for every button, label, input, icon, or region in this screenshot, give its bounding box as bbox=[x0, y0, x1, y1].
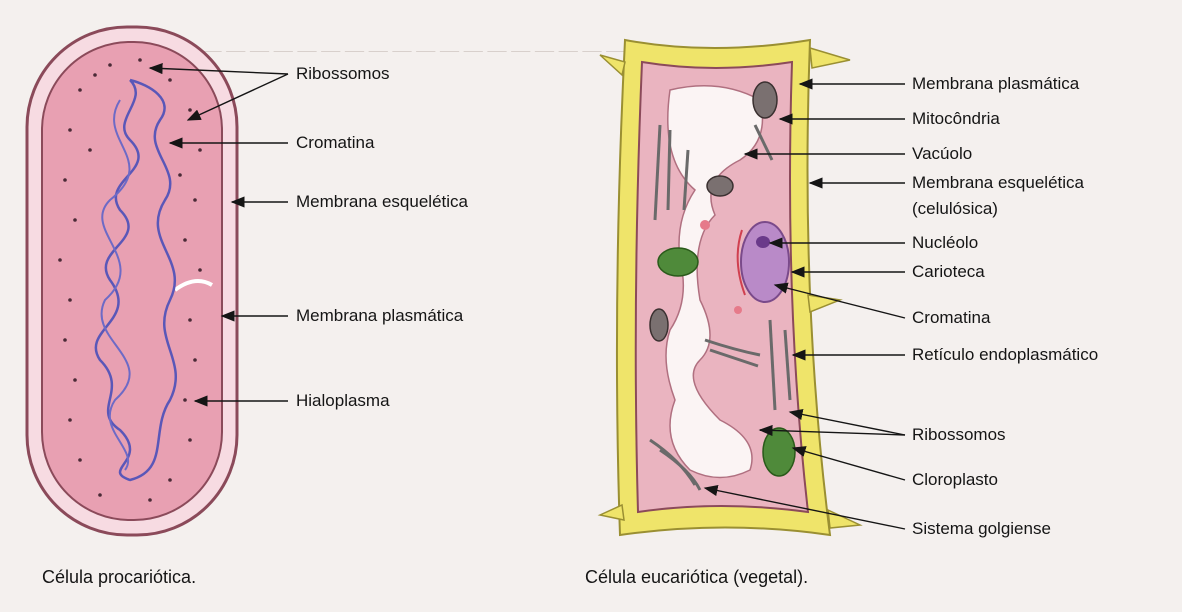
label-hialoplasma: Hialoplasma bbox=[296, 391, 390, 411]
caption-eukaryote: Célula eucariótica (vegetal). bbox=[585, 567, 808, 588]
prokaryote-cell bbox=[27, 27, 288, 535]
caption-prokaryote: Célula procariótica. bbox=[42, 567, 196, 588]
label-membrana-esqueletica-pro: Membrana esquelética bbox=[296, 192, 468, 212]
label-mitocondria: Mitocôndria bbox=[912, 109, 1000, 129]
label-reticulo: Retículo endoplasmático bbox=[912, 345, 1098, 365]
eukaryote-chloroplast-1 bbox=[658, 248, 698, 276]
eukaryote-vesicle bbox=[734, 306, 742, 314]
label-carioteca: Carioteca bbox=[912, 262, 985, 282]
eukaryote-cell bbox=[600, 40, 905, 535]
eukaryote-chloroplast-2 bbox=[763, 428, 795, 476]
label-cromatina-euk: Cromatina bbox=[912, 308, 990, 328]
label-sistema-golgiense: Sistema golgiense bbox=[912, 519, 1051, 539]
eukaryote-nucleus bbox=[741, 222, 789, 302]
label-membrana-esqueletica-euk: Membrana esquelética bbox=[912, 173, 1084, 193]
label-nucleolo: Nucléolo bbox=[912, 233, 978, 253]
eukaryote-vesicle bbox=[700, 220, 710, 230]
label-ribossomos-pro: Ribossomos bbox=[296, 64, 390, 84]
label-vacuolo: Vacúolo bbox=[912, 144, 972, 164]
eukaryote-mitochondrion-3 bbox=[650, 309, 668, 341]
label-celulosica: (celulósica) bbox=[912, 199, 998, 219]
eukaryote-mitochondrion-2 bbox=[707, 176, 733, 196]
eukaryote-nucleolus bbox=[756, 236, 770, 248]
label-ribossomos-euk: Ribossomos bbox=[912, 425, 1006, 445]
label-cromatina-pro: Cromatina bbox=[296, 133, 374, 153]
label-cloroplasto: Cloroplasto bbox=[912, 470, 998, 490]
eukaryote-mitochondrion-1 bbox=[753, 82, 777, 118]
label-membrana-plasmatica-pro: Membrana plasmática bbox=[296, 306, 463, 326]
label-membrana-plasmatica-euk: Membrana plasmática bbox=[912, 74, 1079, 94]
